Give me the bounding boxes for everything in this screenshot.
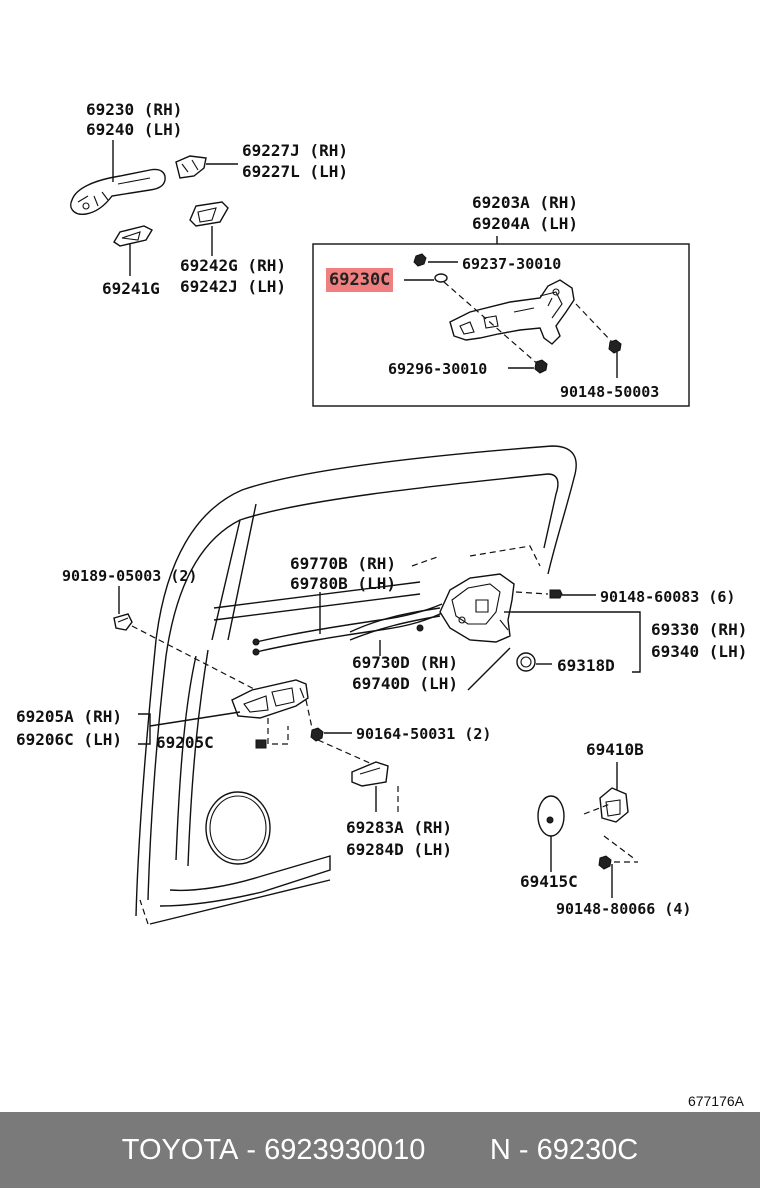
footer-brand: TOYOTA — [121, 1133, 239, 1166]
label-69770B[interactable]: 69770B (RH) — [290, 554, 396, 573]
label-69203A[interactable]: 69203A (RH) — [472, 193, 578, 212]
frame-box — [312, 243, 690, 407]
screw-69205C[interactable] — [255, 739, 267, 749]
footer-gap — [425, 1134, 489, 1167]
label-69237[interactable]: 69237-30010 — [462, 255, 562, 273]
footer-separator-2: - — [510, 1133, 537, 1166]
label-90148-80066[interactable]: 90148-80066 (4) — [556, 900, 692, 918]
door-outline — [135, 445, 577, 925]
door-lock-69330[interactable] — [439, 573, 515, 643]
clip-90189[interactable] — [113, 613, 133, 631]
footer-separator: - — [238, 1133, 265, 1166]
label-69205C[interactable]: 69205C — [156, 733, 214, 752]
screw-90148-60083[interactable] — [549, 589, 563, 599]
screw-90148-50003[interactable] — [608, 339, 622, 354]
footer-n-value: 69230C — [536, 1133, 639, 1166]
label-69283A[interactable]: 69283A (RH) — [346, 818, 452, 837]
speaker-grille — [205, 791, 271, 865]
pad-69415C[interactable] — [537, 795, 565, 837]
label-69740D[interactable]: 69740D (LH) — [352, 674, 458, 693]
label-69227J[interactable]: 69227J (RH) — [242, 141, 348, 160]
outside-handle-part[interactable] — [70, 168, 166, 215]
label-69204A[interactable]: 69204A (LH) — [472, 214, 578, 233]
screw-90148-80066[interactable] — [598, 855, 612, 870]
label-90189[interactable]: 90189-05003 (2) — [62, 567, 198, 585]
footer-n-label: N — [489, 1133, 511, 1166]
striker-69410B[interactable] — [599, 787, 629, 823]
label-69230[interactable]: 69230 (RH) — [86, 100, 183, 119]
label-90148-60083[interactable]: 90148-60083 (6) — [600, 588, 736, 606]
label-90164[interactable]: 90164-50031 (2) — [356, 725, 492, 743]
cover-69318D[interactable] — [516, 652, 536, 672]
screw-90164[interactable] — [310, 727, 324, 742]
label-69242J[interactable]: 69242J (LH) — [180, 277, 286, 296]
label-69241G[interactable]: 69241G — [102, 279, 160, 298]
highlighted-part-label[interactable]: 69230C — [326, 268, 394, 292]
handle-frame-part[interactable] — [449, 279, 575, 345]
label-69242G[interactable]: 69242G (RH) — [180, 256, 286, 275]
label-69318D[interactable]: 69318D — [557, 656, 615, 675]
label-69227L[interactable]: 69227L (LH) — [242, 162, 348, 181]
handle-cover-69227[interactable] — [175, 155, 207, 179]
label-69340[interactable]: 69340 (LH) — [651, 642, 748, 661]
inside-handle-69205A[interactable] — [231, 679, 309, 719]
label-69284D[interactable]: 69284D (LH) — [346, 840, 452, 859]
label-69240[interactable]: 69240 (LH) — [86, 120, 183, 139]
pad-69242[interactable] — [189, 201, 229, 227]
nut-69237[interactable] — [413, 253, 427, 267]
label-69410B[interactable]: 69410B — [586, 740, 644, 759]
label-69206C[interactable]: 69206C (LH) — [16, 730, 122, 749]
label-69780B[interactable]: 69780B (LH) — [290, 574, 396, 593]
label-69330[interactable]: 69330 (RH) — [651, 620, 748, 639]
label-69296[interactable]: 69296-30010 — [388, 360, 488, 378]
label-69730D[interactable]: 69730D (RH) — [352, 653, 458, 672]
label-69415C[interactable]: 69415C — [520, 872, 578, 891]
cable-69730D[interactable] — [349, 607, 441, 641]
label-69205A[interactable]: 69205A (RH) — [16, 707, 122, 726]
parts-diagram — [70, 140, 690, 925]
screw-69296[interactable] — [534, 359, 548, 374]
washer-69230C[interactable] — [434, 273, 448, 283]
footer-part-number: 6923930010 — [264, 1133, 426, 1166]
diagram-reference-code: 677176A — [687, 1093, 744, 1109]
pull-handle-69283A[interactable] — [351, 761, 389, 787]
pad-69241G[interactable] — [113, 225, 153, 247]
label-90148-50003[interactable]: 90148-50003 — [560, 383, 660, 401]
footer-bar: TOYOTA - 6923930010 N - 69230C — [0, 1112, 760, 1188]
